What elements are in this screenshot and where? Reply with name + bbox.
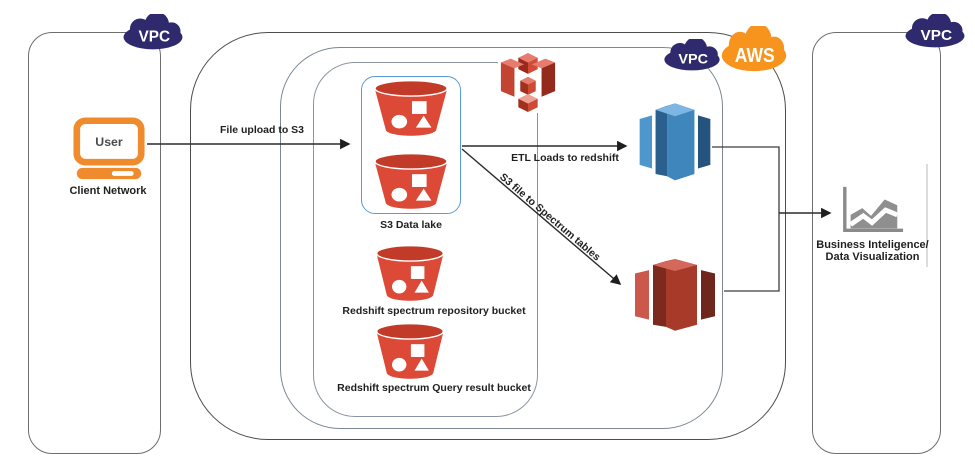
vpc-left-label: VPC — [139, 29, 171, 46]
query-result-bucket-label: Redshift spectrum Query result bucket — [337, 382, 531, 394]
vpc-middle-label: VPC — [678, 51, 708, 67]
s3-bucket-icon — [374, 244, 446, 302]
redshift-spectrum-icon — [632, 253, 718, 335]
s3-bucket-icon — [372, 152, 450, 210]
vpc-cloud-icon: VPC — [903, 12, 967, 48]
aws-cloud-icon: AWS — [719, 23, 789, 72]
s3-bucket-icon — [374, 322, 446, 380]
user-label: User — [95, 135, 123, 149]
etl-loads-label: ETL Loads to redshift — [511, 152, 619, 164]
aws-label: AWS — [735, 45, 775, 68]
aws-cloud-container — [190, 32, 786, 440]
s3-service-icon — [498, 52, 558, 113]
redshift-icon — [637, 97, 713, 185]
repository-bucket-label: Redshift spectrum repository bucket — [342, 305, 526, 317]
bi-label-line1: Business Inteligence/ — [816, 239, 929, 251]
s3-bucket-icon — [372, 79, 450, 137]
bi-label-line2: Data Visualization — [825, 251, 920, 263]
client-network-label: Client Network — [69, 185, 147, 197]
user-laptop-icon: User — [73, 117, 145, 181]
client-network-vpc-container — [28, 32, 161, 454]
s3-data-lake-group — [361, 76, 461, 214]
file-upload-label: File upload to S3 — [219, 124, 304, 136]
s3-data-lake-label: S3 Data lake — [380, 219, 442, 231]
vpc-cloud-icon: VPC — [662, 37, 722, 71]
bi-vpc-container — [812, 32, 941, 454]
vpc-cloud-icon: VPC — [121, 12, 185, 50]
bi-chart-icon — [838, 185, 906, 237]
vpc-right-label: VPC — [920, 27, 952, 44]
